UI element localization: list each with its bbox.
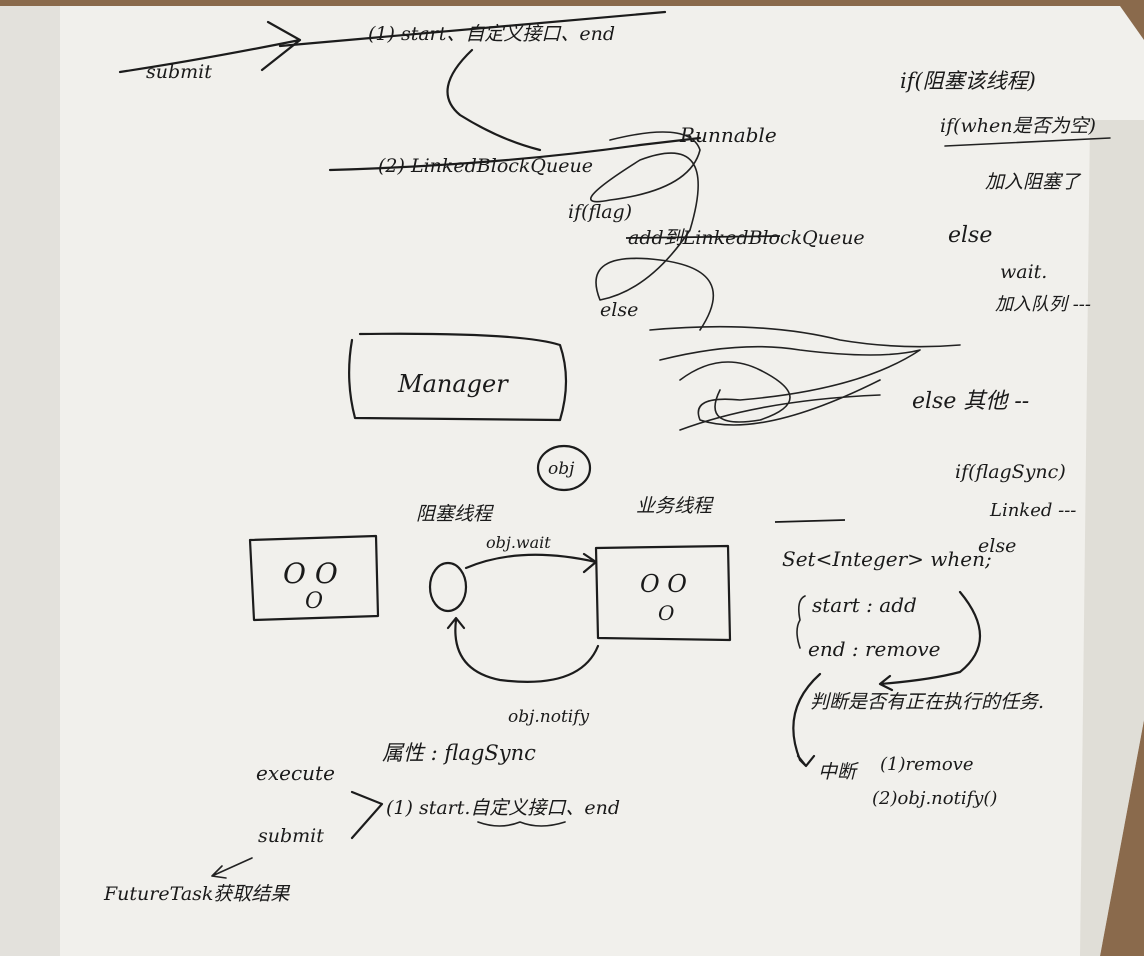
interrupt-label: 中断 — [818, 761, 859, 783]
add-to-queue: add到LinkedBlockQueue — [628, 227, 865, 249]
paper-sheet — [0, 6, 1144, 956]
runnable-label: Runnable — [679, 123, 777, 147]
bottom-arrow — [350, 790, 384, 840]
attribute-flag: 属性 : flagSync — [382, 741, 536, 765]
join-blocked: 加入阻塞了 — [985, 171, 1082, 193]
right-face-mouth: O — [658, 601, 674, 625]
connector-curve — [446, 48, 542, 152]
custom-interface-underline — [477, 821, 566, 827]
notify-call: obj.notify — [508, 707, 590, 727]
start-add: start : add — [812, 593, 917, 617]
bottom-step: (1) start.自定义接口、end — [386, 797, 620, 819]
remove-step: (1)remove — [880, 754, 973, 775]
submit-bottom: submit — [258, 825, 324, 847]
obj-circle — [536, 444, 592, 492]
business-thread-label: 业务线程 — [636, 495, 715, 517]
queue-line — [328, 136, 702, 172]
left-face-eyes: O O — [283, 557, 338, 590]
wait-call: obj.wait — [486, 533, 551, 552]
brace-left — [796, 595, 806, 649]
set-flag-strike — [774, 519, 846, 523]
paper-gutter-shadow — [0, 6, 60, 956]
paper-edge-shadow — [1080, 120, 1144, 956]
right-thread-box — [594, 544, 732, 642]
judge-task: 判断是否有正在执行的任务. — [810, 691, 1044, 713]
if-flag-sync: if(flagSync) — [955, 461, 1066, 483]
right-face-eyes: O O — [640, 570, 687, 598]
wait-right: wait. — [1000, 261, 1047, 283]
obj-label: obj — [548, 459, 575, 479]
manager-label: Manager — [397, 370, 509, 398]
execute-label: execute — [256, 761, 335, 785]
if-flag: if(flag) — [568, 201, 632, 223]
else-top: else — [600, 299, 638, 321]
top-underline — [278, 10, 667, 48]
manager-box — [348, 332, 568, 422]
set-when: Set<Integer> when; — [782, 547, 992, 571]
if-when: if(when是否为空) — [940, 115, 1096, 137]
else-flags: else — [978, 535, 1016, 557]
step-queue: (2) LinkedBlockQueue — [378, 155, 593, 177]
left-face-mouth: O — [305, 589, 323, 614]
blocked-thread-node — [428, 561, 468, 613]
future-task: FutureTask获取结果 — [103, 883, 290, 905]
notify-arrow — [446, 616, 600, 683]
end-remove: end : remove — [808, 637, 941, 661]
blocked-thread-label: 阻塞线程 — [416, 503, 495, 525]
scribble-top — [590, 131, 715, 331]
left-thread-box — [248, 534, 380, 622]
if-when-underline — [944, 137, 1111, 147]
interrupt-arrow — [792, 672, 822, 768]
else-right: else — [948, 223, 992, 248]
submit-top-label: submit — [146, 61, 212, 83]
linked-right: Linked --- — [989, 500, 1076, 521]
add-strike — [625, 235, 781, 239]
scribble-mid — [649, 325, 961, 426]
step-start-top: (1) start、自定义接口、end — [368, 23, 615, 45]
future-arrow — [211, 857, 253, 879]
loop-arrow — [878, 590, 981, 692]
wait-arrow — [464, 552, 598, 574]
else-others: else 其他 -- — [912, 389, 1029, 414]
if-block: if(阻塞该线程) — [900, 69, 1036, 93]
scribble-lower — [679, 361, 881, 431]
join-queue: 加入队列 --- — [995, 294, 1091, 315]
notify-step: (2)obj.notify() — [872, 788, 997, 809]
